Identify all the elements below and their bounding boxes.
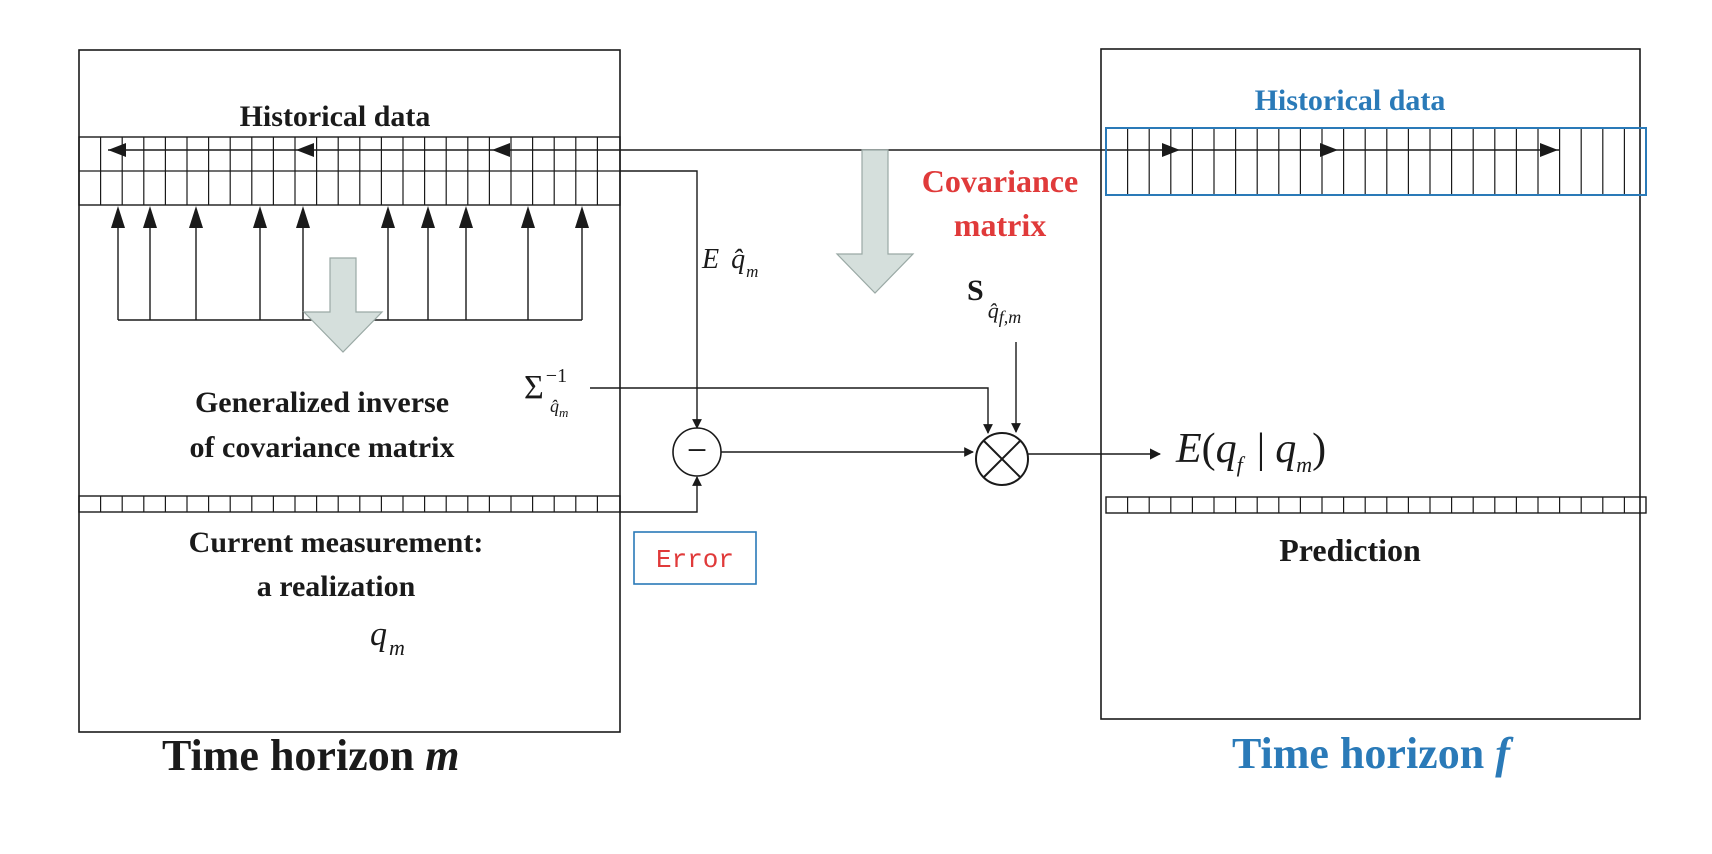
- up-arrow-head: [296, 206, 310, 228]
- left-measurement-strip: [78, 495, 621, 513]
- left-panel-frame: [78, 49, 621, 733]
- up-arrow-head: [381, 206, 395, 228]
- middle-hollow-arrow: [835, 149, 915, 294]
- multiply-node: [975, 432, 1029, 486]
- up-arrow-head: [575, 206, 589, 228]
- left-horizon-title: Time horizon m: [162, 731, 459, 780]
- up-arrow-head: [111, 206, 125, 228]
- up-arrow-head: [459, 206, 473, 228]
- measurement-path: [620, 476, 702, 513]
- left-hollow-arrow: [302, 257, 384, 353]
- expectation-path: [620, 170, 702, 429]
- error-box: [633, 531, 757, 585]
- right-prediction-strip: [1105, 496, 1647, 514]
- error-label: Error: [656, 545, 734, 575]
- left-upward-arrows: [111, 206, 589, 321]
- measurement-line1: Current measurement:: [189, 526, 484, 559]
- left-historical-label: Historical data: [240, 100, 431, 133]
- qm-symbol: qm: [370, 616, 405, 660]
- up-arrow-head: [521, 206, 535, 228]
- top-line-arrows: [108, 143, 510, 157]
- up-arrow-head: [421, 206, 435, 228]
- inverse-label-line1: Generalized inverse: [195, 386, 449, 419]
- prediction-label: Prediction: [1279, 532, 1421, 568]
- covariance-label-line1: Covariance: [922, 163, 1078, 199]
- right-historical-label: Historical data: [1255, 84, 1446, 117]
- left-historical-strip: [78, 136, 621, 206]
- inverse-label-line2: of covariance matrix: [190, 431, 455, 464]
- right-strip-arrows: [1162, 143, 1558, 157]
- right-panel-frame: [1100, 48, 1641, 720]
- up-arrow-head: [253, 206, 267, 228]
- conditional-expectation-label: E(qf|qm): [1175, 426, 1326, 477]
- right-historical-strip: [1105, 127, 1647, 196]
- subtract-node: −: [672, 427, 722, 477]
- up-arrow-head: [143, 206, 157, 228]
- svg-text:−: −: [687, 430, 707, 470]
- right-horizon-title: Time horizon f: [1232, 729, 1514, 778]
- s-matrix-label: Sq̂f,m: [967, 274, 1021, 327]
- up-arrow-head: [189, 206, 203, 228]
- sigma-inverse-path: [590, 387, 993, 434]
- covariance-label-line2: matrix: [954, 207, 1046, 243]
- measurement-line2: a realization: [257, 570, 416, 603]
